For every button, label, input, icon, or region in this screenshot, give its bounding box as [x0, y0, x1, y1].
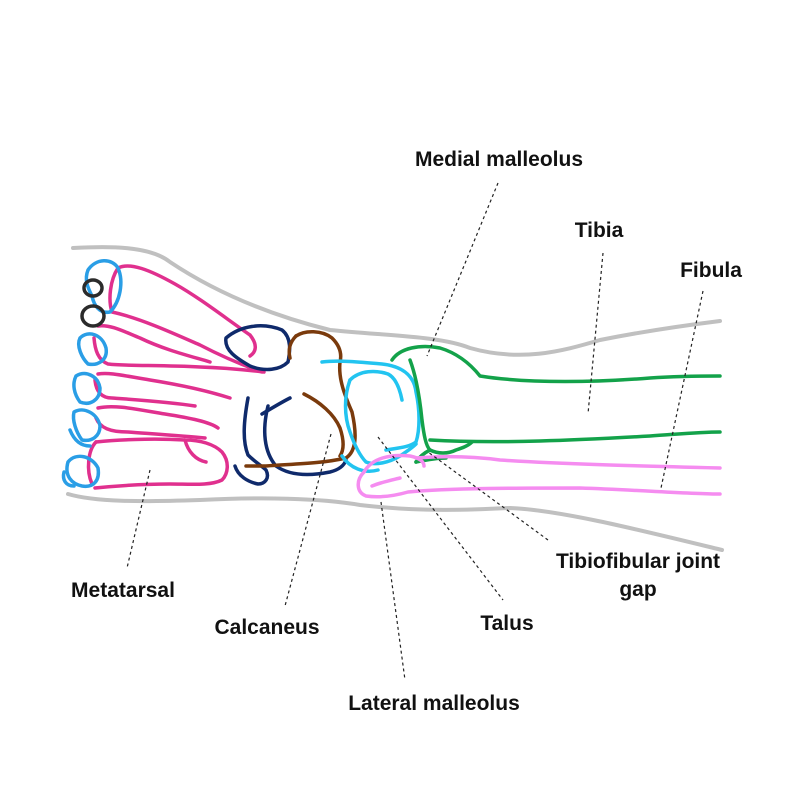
soft-tissue-outline [66, 245, 724, 552]
label-tibiofibular-line1: Tibiofibular joint [556, 550, 720, 573]
leader-medial-malleolus [426, 182, 499, 357]
labels: Medial malleolus Tibia Fibula Tibiofibul… [71, 148, 742, 715]
leader-tibia [587, 252, 604, 415]
talus-bone [320, 359, 421, 473]
fibula-bone [356, 453, 722, 499]
calcaneus-bone [244, 330, 357, 468]
label-tibia: Tibia [575, 219, 624, 242]
phalanx-bones [61, 259, 123, 489]
label-medial-malleolus: Medial malleolus [415, 148, 583, 171]
leader-talus [377, 436, 504, 601]
tarsal-bones-navy [224, 324, 348, 486]
leader-fibula [660, 290, 704, 489]
label-calcaneus: Calcaneus [214, 616, 319, 639]
leader-calcaneus [284, 433, 332, 607]
label-tibiofibular-line2: gap [619, 578, 656, 601]
leader-tibiofibular [427, 451, 549, 541]
label-metatarsal: Metatarsal [71, 579, 175, 602]
leader-metatarsal [126, 469, 151, 569]
label-fibula: Fibula [680, 259, 742, 282]
sesamoid-bones [80, 278, 106, 328]
leader-lines [126, 182, 704, 681]
label-talus: Talus [480, 612, 533, 635]
metatarsal-bones [86, 264, 266, 490]
label-lateral-malleolus: Lateral malleolus [348, 692, 520, 715]
leader-lateral-malleolus [380, 501, 406, 681]
